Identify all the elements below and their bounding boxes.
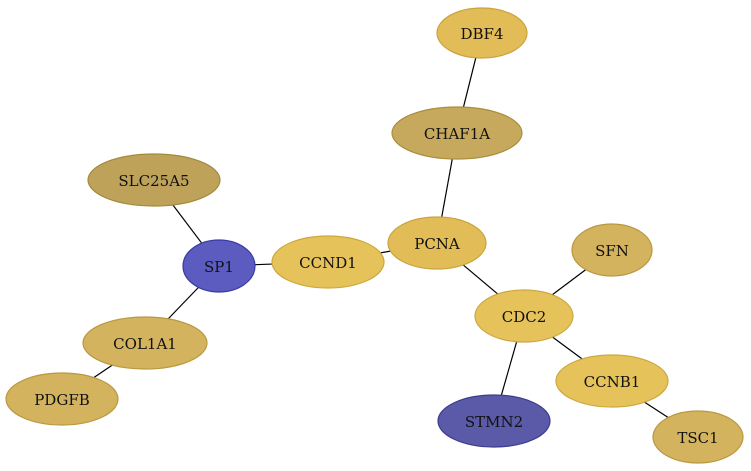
node-cdc2-shape[interactable]	[474, 289, 574, 343]
node-ccnd1[interactable]: CCND1	[271, 235, 385, 289]
node-col1a1[interactable]: COL1A1	[82, 316, 208, 370]
node-pcna-shape[interactable]	[387, 216, 487, 270]
node-tsc1[interactable]: TSC1	[652, 410, 744, 464]
node-ccnb1-shape[interactable]	[555, 354, 669, 408]
node-ccnd1-label: CCND1	[299, 254, 357, 272]
node-sp1-label: SP1	[204, 258, 234, 276]
node-stmn2-shape[interactable]	[437, 394, 551, 448]
node-tsc1-shape[interactable]	[652, 410, 744, 464]
node-ccnd1-shape[interactable]	[271, 235, 385, 289]
node-ccnb1[interactable]: CCNB1	[555, 354, 669, 408]
node-ccnb1-label: CCNB1	[584, 373, 641, 391]
node-chaf1a-shape[interactable]	[391, 106, 523, 160]
edge-sp1-col1a1	[167, 286, 199, 320]
edge-sfn-cdc2	[551, 269, 587, 296]
node-stmn2[interactable]: STMN2	[437, 394, 551, 448]
node-chaf1a[interactable]: CHAF1A	[391, 106, 523, 160]
edge-cdc2-ccnb1	[552, 336, 583, 360]
edge-ccnd1-pcna	[380, 250, 391, 254]
node-cdc2[interactable]: CDC2	[474, 289, 574, 343]
node-col1a1-shape[interactable]	[82, 316, 208, 370]
edge-chaf1a-pcna	[441, 158, 453, 218]
node-sfn-label: SFN	[595, 242, 629, 260]
edge-cdc2-stmn2	[500, 341, 518, 396]
node-sp1-shape[interactable]	[182, 239, 256, 293]
node-pdgfb-shape[interactable]	[5, 372, 119, 426]
edge-ccnb1-tsc1	[644, 401, 669, 419]
node-dbf4-label: DBF4	[460, 25, 503, 43]
node-dbf4[interactable]: DBF4	[436, 7, 528, 59]
node-slc25a5-shape[interactable]	[87, 153, 221, 207]
edge-sp1-ccnd1	[254, 263, 273, 266]
edge-pcna-cdc2	[462, 264, 499, 295]
node-pcna-label: PCNA	[414, 235, 460, 253]
node-chaf1a-label: CHAF1A	[424, 125, 490, 143]
node-pdgfb[interactable]: PDGFB	[5, 372, 119, 426]
node-sfn-shape[interactable]	[571, 223, 653, 277]
node-col1a1-label: COL1A1	[113, 335, 177, 353]
edge-dbf4-chaf1a	[462, 57, 477, 108]
node-pdgfb-label: PDGFB	[34, 391, 90, 409]
node-sp1[interactable]: SP1	[182, 239, 256, 293]
node-dbf4-shape[interactable]	[436, 7, 528, 59]
edge-col1a1-pdgfb	[93, 364, 113, 379]
node-stmn2-label: STMN2	[465, 413, 523, 431]
edge-layer	[93, 57, 669, 419]
node-cdc2-label: CDC2	[502, 308, 547, 326]
edge-slc25a5-sp1	[172, 204, 203, 244]
node-slc25a5[interactable]: SLC25A5	[87, 153, 221, 207]
node-pcna[interactable]: PCNA	[387, 216, 487, 270]
node-slc25a5-label: SLC25A5	[118, 172, 189, 190]
node-sfn[interactable]: SFN	[571, 223, 653, 277]
node-tsc1-label: TSC1	[677, 429, 718, 447]
